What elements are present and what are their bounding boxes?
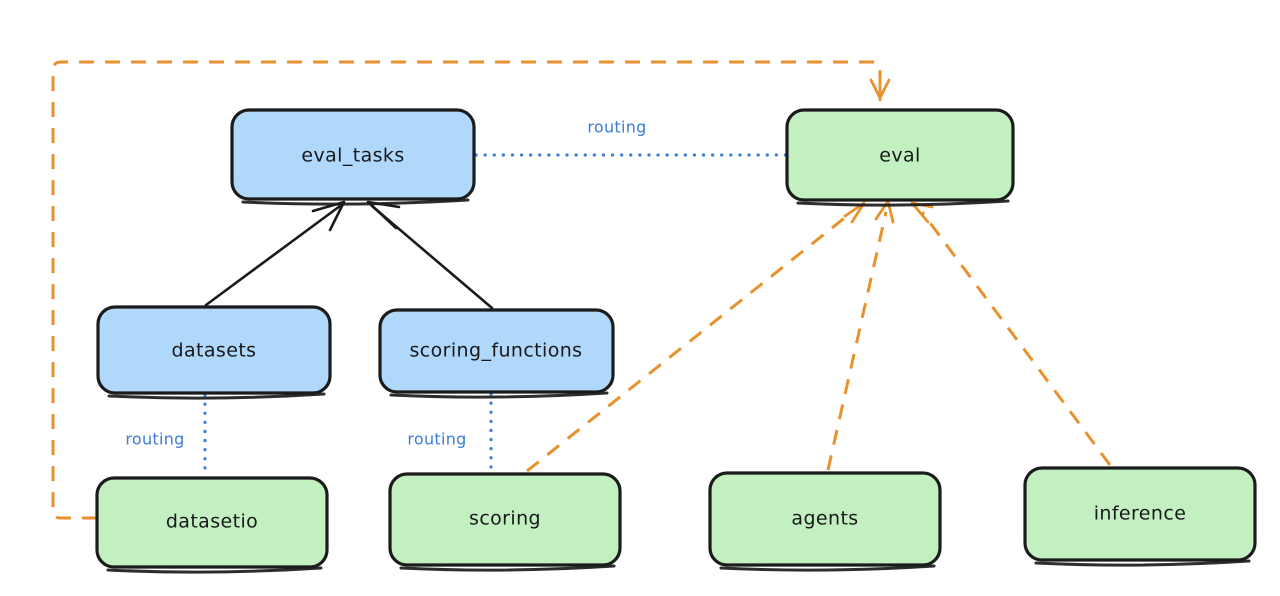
node-datasets-shape[interactable] [96, 305, 332, 395]
edge-layer [51, 60, 1112, 520]
node-scoring_functions-shape[interactable] [378, 308, 615, 394]
node-scoring_functions[interactable]: scoring_functions [378, 308, 615, 399]
node-eval_tasks-shape[interactable] [230, 108, 476, 201]
edge-label-routing-datasetio: routing [125, 430, 184, 449]
node-inference[interactable]: inference [1023, 466, 1257, 567]
node-datasets[interactable]: datasets [96, 305, 332, 400]
edge-label-layer: routing routing routing [125, 118, 646, 449]
edge-scoring-eval [526, 201, 866, 473]
node-agents-label: agents [791, 508, 858, 530]
node-agents-shape[interactable] [708, 471, 942, 567]
node-datasetio[interactable]: datasetio [95, 476, 329, 574]
node-inference-shape[interactable] [1023, 466, 1257, 562]
node-datasetio-shape[interactable] [95, 476, 329, 569]
edge-label-routing-eval: routing [587, 118, 646, 137]
node-inference-label: inference [1094, 503, 1187, 525]
node-agents[interactable]: agents [708, 471, 942, 572]
node-datasets-label: datasets [172, 340, 257, 362]
node-datasetio-label: datasetio [166, 511, 258, 533]
node-eval-shape[interactable] [785, 108, 1015, 202]
node-scoring-shape[interactable] [388, 472, 622, 567]
node-scoring-label: scoring [469, 508, 541, 530]
edge-datasets-eval_tasks [204, 200, 346, 307]
edge-datasetio-eval [51, 60, 891, 520]
edge-inference-eval [910, 201, 1112, 466]
node-eval_tasks[interactable]: eval_tasks [230, 108, 476, 206]
node-eval-label: eval [879, 145, 920, 167]
edge-label-routing-scoring: routing [407, 430, 466, 449]
node-eval_tasks-label: eval_tasks [301, 145, 404, 167]
node-eval[interactable]: eval [785, 108, 1015, 207]
edge-agents-eval [826, 199, 895, 471]
node-scoring[interactable]: scoring [388, 472, 622, 572]
node-scoring_functions-label: scoring_functions [410, 340, 583, 362]
edge-scoring_functions-eval_tasks [366, 200, 494, 310]
node-layer: eval_tasks eval datasets scoring_functio… [95, 108, 1257, 574]
